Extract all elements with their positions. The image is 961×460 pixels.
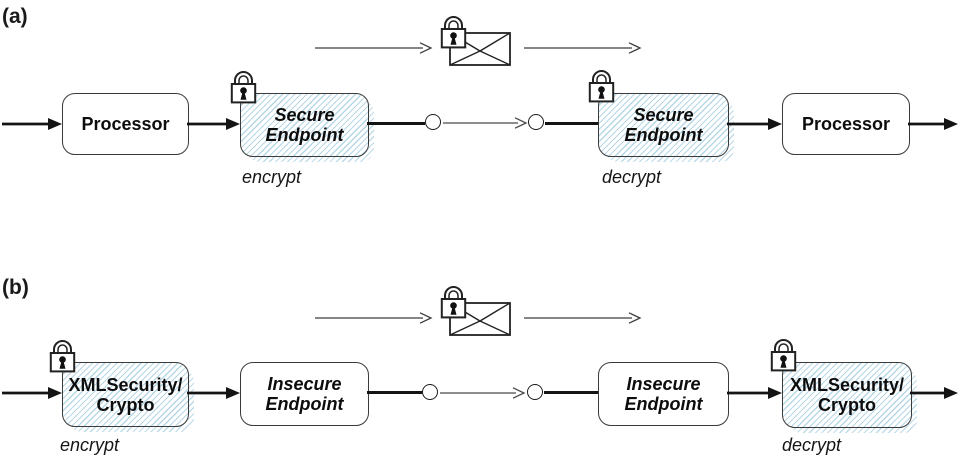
channel-arrow [440,387,526,399]
flow-arrow [727,118,782,130]
processor-node: Processor [782,93,910,155]
message-flow-arrow-right [524,42,642,54]
message-flow-arrow-left [315,312,433,324]
processor-node: Processor [62,93,189,155]
flow-arrow [187,387,240,399]
section-b-label: (b) [2,276,29,299]
message-flow-arrow-right [524,312,642,324]
secure-endpoint-node-decrypt: Secure Endpoint [598,93,729,157]
padlock-icon [49,340,76,373]
padlock-icon [440,286,467,319]
decrypt-label: decrypt [782,435,842,455]
flow-arrow-out [910,387,958,399]
flow-line [545,122,598,125]
message-flow-arrow-left [315,42,433,54]
encrypt-label: encrypt [60,435,120,455]
flow-arrow-in [2,387,62,399]
flow-arrow [727,387,782,399]
encrypt-label: encrypt [242,167,302,187]
flow-line [544,391,598,394]
decrypt-label: decrypt [602,167,662,187]
xmlsecurity-crypto-node-encrypt: XMLSecurity/ Crypto [62,362,189,427]
channel-endpoint-circle [527,384,543,400]
section-a-label: (a) [2,5,28,28]
flow-line [367,391,422,394]
padlock-icon [770,339,797,372]
flow-arrow-in [2,118,62,130]
channel-arrow [443,117,528,129]
channel-endpoint-circle [425,114,441,130]
padlock-icon [230,71,257,104]
channel-endpoint-circle [422,384,438,400]
channel-endpoint-circle [528,114,544,130]
xmlsecurity-crypto-node-decrypt: XMLSecurity/ Crypto [782,362,912,428]
flow-arrow-out [908,118,958,130]
padlock-icon [588,70,615,103]
insecure-endpoint-node: Insecure Endpoint [598,362,729,426]
padlock-icon [440,16,467,49]
insecure-endpoint-node: Insecure Endpoint [240,362,369,426]
flow-arrow [187,118,240,130]
flow-line [367,122,425,125]
secure-endpoint-node-encrypt: Secure Endpoint [240,93,369,157]
